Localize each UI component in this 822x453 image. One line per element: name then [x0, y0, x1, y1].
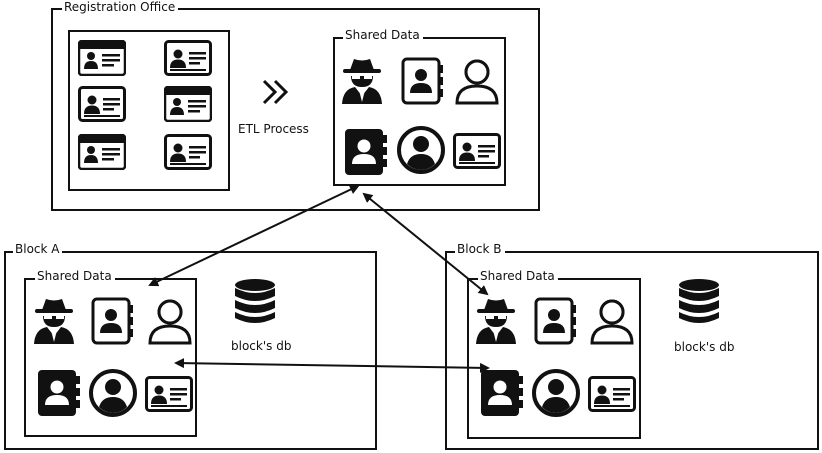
- arrow-registration-to-block-b: [362, 192, 489, 296]
- etl-process-label: ETL Process: [238, 122, 309, 136]
- block-b-shared-data-title: Shared Data: [478, 269, 558, 283]
- block-b-container: [445, 251, 819, 450]
- arrow-block-a-to-block-b: [174, 358, 490, 373]
- block-a-db-label: block's db: [231, 339, 292, 353]
- block-a-title: Block A: [13, 242, 63, 256]
- registration-office-title: Registration Office: [62, 0, 179, 14]
- registration-shared-data-title: Shared Data: [343, 28, 423, 42]
- block-a-shared-data-title: Shared Data: [35, 269, 115, 283]
- arrow-registration-to-block-a: [148, 184, 360, 287]
- double-chevron-right-icon: [262, 79, 289, 105]
- block-b-db-label: block's db: [674, 340, 735, 354]
